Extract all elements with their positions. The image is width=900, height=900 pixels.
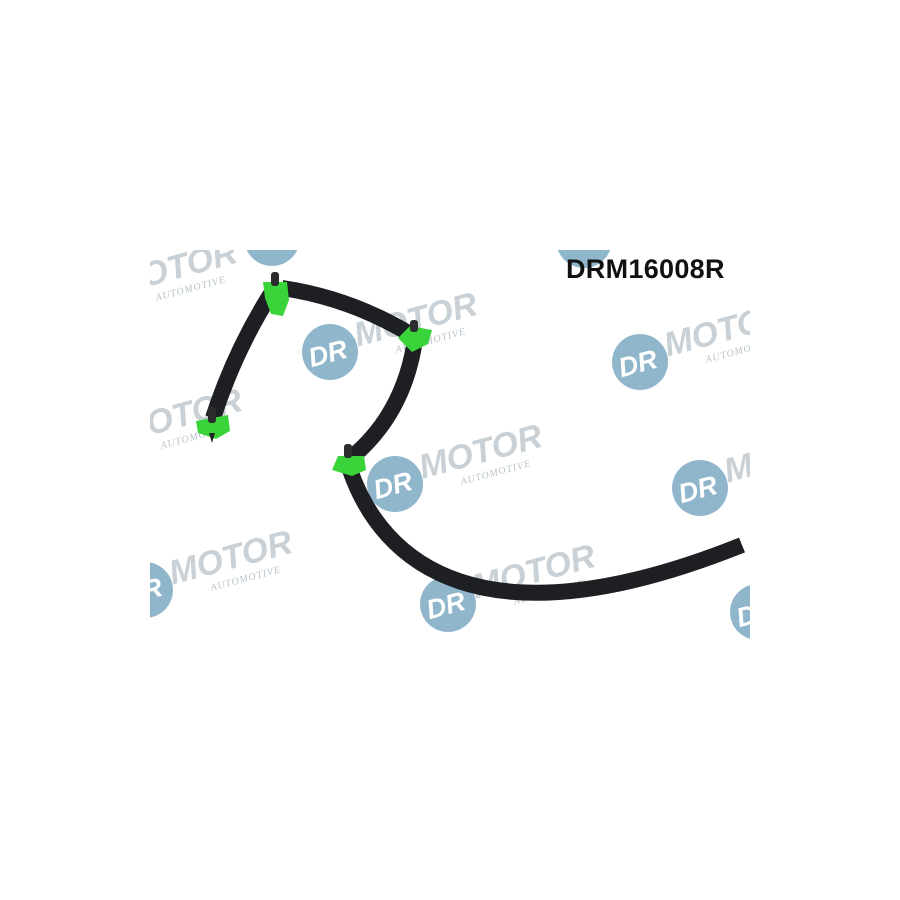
- watermark-circle: [150, 562, 173, 618]
- part-number-label: DRM16008R: [566, 254, 725, 284]
- hose-segment: [205, 287, 279, 421]
- watermark-circle: [612, 334, 668, 390]
- hose-segment: [342, 467, 745, 601]
- connector-green: [263, 272, 289, 316]
- watermark-circle: [672, 460, 728, 516]
- watermark-dr-text: DR: [70, 430, 116, 469]
- watermark-circle: [367, 456, 423, 512]
- watermark-logo: DR MOTOR AUTOMOTIVE: [730, 545, 900, 639]
- watermark-circle: [67, 420, 123, 476]
- watermark-dr-text: DR: [65, 282, 111, 321]
- watermark-automotive-text: AUTOMOTIVE: [821, 586, 895, 616]
- watermarks: DR MOTOR AUTOMOTIVE DR MOTOR AUTOMOTIVE …: [62, 250, 900, 639]
- hose-assembly: [205, 280, 745, 601]
- watermark-circle: [246, 250, 298, 266]
- watermark-logo: DR MOTOR AUTOMOTIVE: [150, 523, 297, 618]
- watermark-dr-text: DR: [733, 594, 779, 633]
- watermark-motor-text: MOTOR: [778, 545, 900, 614]
- watermark-logo: DR MOTOR AUTOMOTIVE: [672, 421, 852, 516]
- hose-segment: [280, 280, 415, 341]
- watermark-logo: DR MOTOR AUTOMOTIVE: [367, 417, 547, 512]
- connector-green: [332, 444, 366, 476]
- hose-segment: [346, 344, 422, 464]
- watermark-circle: [557, 250, 611, 268]
- watermark-automotive-text: AUTOMOTIVE: [763, 462, 837, 492]
- connector-green: [398, 320, 432, 352]
- watermark-circle: [730, 585, 750, 639]
- watermark-motor-text: MOTOR: [720, 421, 852, 490]
- connector-green: [196, 407, 230, 443]
- watermark-circle: [62, 272, 118, 328]
- connectors: [196, 272, 432, 476]
- watermark-logo: DR MOTOR AUTOMOTIVE: [612, 295, 750, 390]
- watermark-circle: [302, 324, 358, 380]
- watermark-logo: DR MOTOR AUTOMOTIVE: [62, 250, 242, 328]
